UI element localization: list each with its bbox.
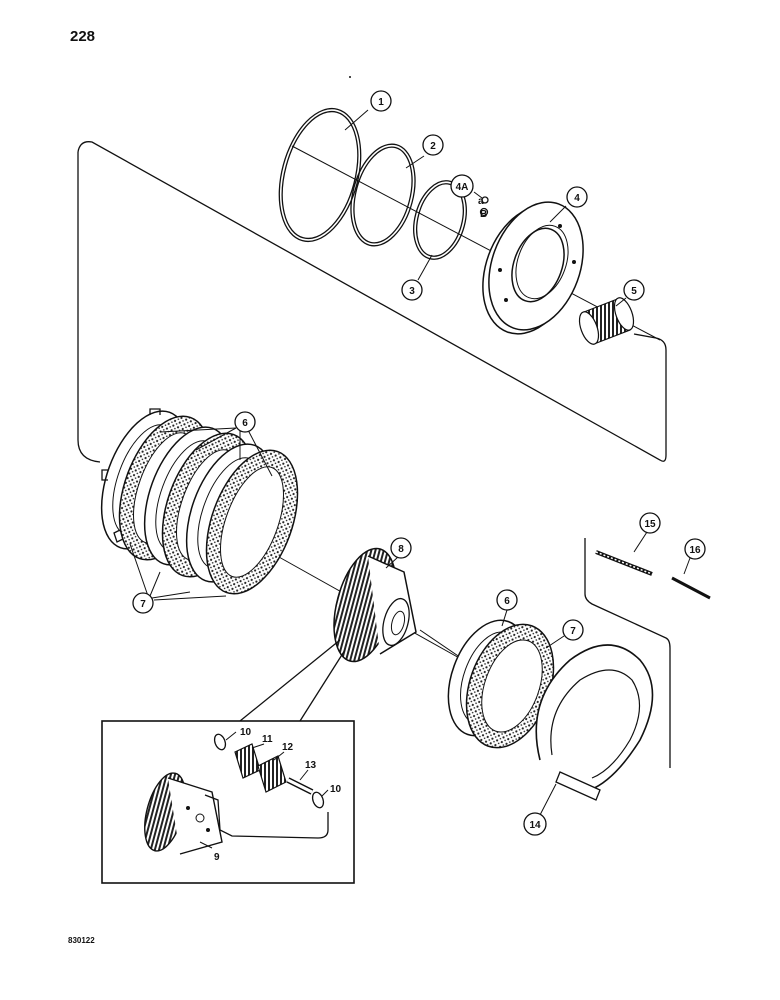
callout-15: 15 (639, 512, 661, 534)
callout-leader-lines (129, 109, 691, 849)
callout-4a: 4A (450, 174, 474, 198)
spring-pin-15 (595, 550, 653, 576)
brake-band-14 (535, 644, 654, 801)
svg-text:4A: 4A (456, 182, 469, 193)
planet-gear-12 (257, 755, 287, 793)
svg-text:15: 15 (644, 519, 656, 530)
clutch-piston-4 (482, 201, 584, 335)
bracket-line-15-16 (584, 538, 671, 768)
page-number: 228 (70, 28, 96, 45)
callout-8: 8 (390, 537, 412, 559)
svg-text:6: 6 (242, 418, 248, 429)
svg-text:5: 5 (631, 286, 637, 297)
detail-inset-frame (101, 720, 355, 884)
stray-dot (349, 76, 351, 78)
callout-5: 5 (623, 279, 645, 301)
pin-16 (671, 576, 711, 600)
group-bracket-line-left (77, 152, 101, 463)
callout-12: 12 (282, 742, 294, 753)
callout-11: 11 (262, 734, 273, 745)
svg-text:7: 7 (570, 626, 576, 637)
o-ring-2 (350, 143, 416, 247)
callout-7: 7 (132, 592, 154, 614)
svg-text:7: 7 (140, 599, 146, 610)
svg-text:8: 8 (398, 544, 404, 555)
callout-16: 16 (684, 538, 706, 560)
svg-text:16: 16 (689, 545, 701, 556)
planet-shaft-13 (286, 777, 314, 795)
callout-6b: 6 (496, 589, 518, 611)
splined-gear-5 (578, 297, 635, 345)
svg-text:2: 2 (430, 141, 436, 152)
group-bracket-line-top (77, 141, 667, 462)
thrust-washer-10a (213, 733, 227, 751)
planet-carrier-8 (333, 547, 417, 663)
check-ball-4a (479, 196, 489, 217)
detail-leader-lines (239, 639, 346, 722)
svg-text:3: 3 (409, 286, 415, 297)
callout-4: 4 (566, 186, 588, 208)
callout-10b: 10 (330, 784, 342, 795)
drawing-code: 830122 (68, 936, 95, 945)
clutch-plate-stack (100, 408, 299, 595)
callout-10a: 10 (240, 727, 252, 738)
callout-1: 1 (370, 90, 392, 112)
label-4a-b: B (480, 209, 487, 220)
svg-text:6: 6 (504, 596, 510, 607)
callout-2: 2 (422, 134, 444, 156)
svg-text:1: 1 (378, 97, 384, 108)
bracket-line-9 (204, 794, 329, 839)
svg-text:4: 4 (574, 193, 580, 204)
callout-6: 6 (234, 411, 256, 433)
clutch-plates-right (447, 619, 555, 749)
callout-9: 9 (214, 852, 220, 863)
callout-14: 14 (523, 812, 547, 836)
callout-13: 13 (305, 760, 317, 771)
svg-text:14: 14 (529, 820, 541, 831)
callout-3: 3 (401, 279, 423, 301)
label-4a-a: a (478, 196, 484, 207)
o-ring-1 (278, 107, 362, 243)
thrust-washer-10b (311, 791, 325, 809)
callout-7b: 7 (562, 619, 584, 641)
